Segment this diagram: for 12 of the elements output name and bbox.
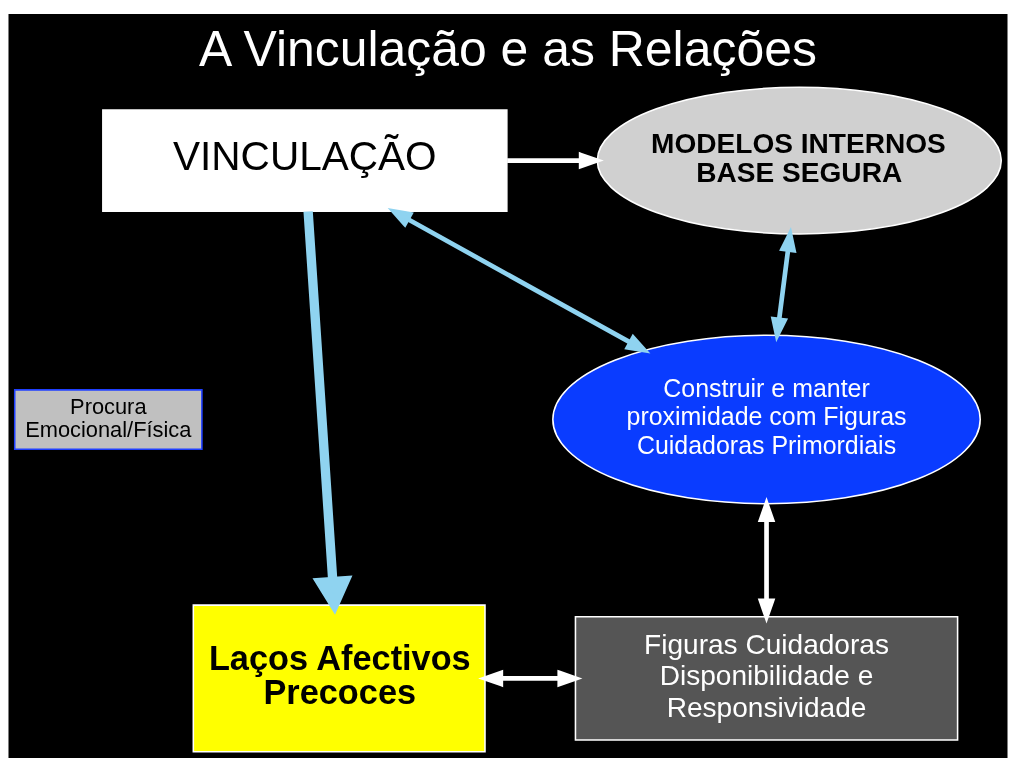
arrow	[507, 151, 604, 169]
arrow	[478, 669, 583, 687]
node-box: Figuras Cuidadoras Disponibilidade e Responsividade	[574, 615, 959, 741]
arrow	[303, 210, 353, 615]
node-ellipse: MODELOS INTERNOS BASE SEGURA	[596, 86, 1003, 235]
arrow	[387, 207, 651, 354]
node-box: VINCULAÇÃO	[102, 108, 508, 212]
node-box: Procura Emocional/Física	[13, 388, 203, 450]
diagram-title: A Vinculação e as Relações	[199, 20, 817, 77]
arrow	[770, 226, 797, 342]
arrow	[757, 496, 776, 624]
node-box: Laços Afectivos Precoces	[192, 603, 486, 753]
